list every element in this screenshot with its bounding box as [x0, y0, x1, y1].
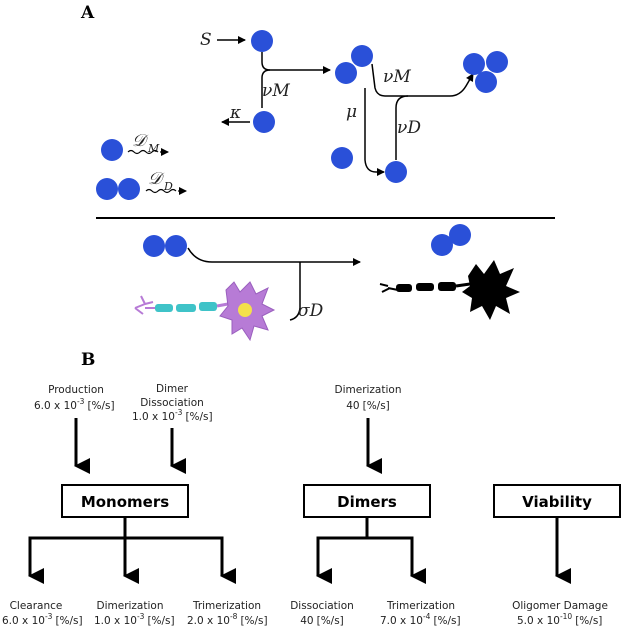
viability-box-label: Viability: [522, 493, 592, 511]
damaging-dimer-b: [165, 235, 187, 257]
dissociation-output-label: Dissociation: [290, 600, 354, 612]
dimer-trimerization-label: Trimerization: [386, 600, 455, 612]
monomer-trimerization-arrow: [125, 536, 236, 584]
dissociated-monomer-a: [331, 147, 353, 169]
nuD-line: [395, 95, 409, 160]
diffusion-wave-m: [127, 149, 159, 155]
diffusing-dimer-b: [118, 178, 140, 200]
damaging-dimer-a: [143, 235, 165, 257]
symbol-mu: μ: [346, 102, 357, 122]
symbol-sub-d: D: [163, 180, 173, 193]
trimerization-arrow: [371, 63, 474, 97]
diffusing-dimer-a: [96, 178, 118, 200]
monomer-bottom: [253, 111, 275, 133]
damaged-neuron-icon: [379, 260, 520, 320]
symbol-nuD: νD: [397, 118, 421, 138]
clearance-value: 6.0 x 10-3[%/s]: [2, 612, 83, 627]
dimerization-arrow: [261, 52, 331, 74]
oligomer-damage-label: Oligomer Damage: [512, 600, 608, 612]
dimerization-input-value: 40[%/s]: [346, 400, 390, 412]
symbol-kappa: κ: [229, 103, 241, 123]
dimerization-join: [261, 69, 271, 108]
dissociation-arrow: [364, 159, 385, 176]
damage-branch: [289, 262, 301, 321]
symbol-D-m: 𝒟: [132, 131, 149, 151]
viability-box: [493, 484, 621, 518]
damaged-dimer-b: [449, 224, 471, 246]
symbol-nuM-2: νM: [383, 67, 411, 87]
damaged-dimer-a: [431, 234, 453, 256]
dissociation-arrow-b: [316, 536, 367, 584]
dissociation-output-value: 40[%/s]: [300, 615, 344, 627]
dimers-box-label: Dimers: [337, 493, 397, 511]
trimer-c: [475, 71, 497, 93]
dimer-dissociation-label-1: Dimer: [156, 383, 189, 395]
monomer-top: [251, 30, 273, 52]
panel-a-label: A: [80, 3, 95, 23]
monomers-box: [61, 484, 189, 518]
monomer-trimerization-value: 2.0 x 10-8[%/s]: [187, 612, 268, 627]
production-value: 6.0 x 10-3[%/s]: [34, 397, 115, 412]
dimer-a: [351, 45, 373, 67]
trimer-a: [463, 53, 485, 75]
dimer-dissociation-value: 1.0 x 10-3[%/s]: [132, 408, 213, 423]
monomers-box-label: Monomers: [81, 493, 169, 511]
dimerization-output-label: Dimerization: [97, 600, 164, 612]
symbol-nuM-1: νM: [262, 81, 290, 101]
diffusing-monomer: [101, 139, 123, 161]
damage-arrow: [187, 247, 361, 266]
symbol-sigmaD: σD: [298, 301, 324, 321]
production-label: Production: [48, 384, 104, 396]
dimers-box: [303, 484, 431, 518]
clearance-arrow-b: [28, 536, 125, 584]
dimer-b: [335, 62, 357, 84]
panel-b-label: B: [81, 350, 95, 370]
clearance-label: Clearance: [10, 600, 63, 612]
symbol-s: S: [200, 30, 212, 50]
dimer-dissociation-label-2: Dissociation: [140, 397, 204, 409]
symbol-sub-m: M: [147, 142, 160, 155]
oligomer-damage-value: 5.0 x 10-10[%/s]: [517, 612, 602, 627]
dimer-trimerization-arrow: [367, 536, 426, 584]
dimer-trimerization-value: 7.0 x 10-4[%/s]: [380, 612, 461, 627]
dissociated-monomer-b: [385, 161, 407, 183]
dimerization-output-value: 1.0 x 10-3[%/s]: [94, 612, 175, 627]
healthy-neuron-icon: [134, 281, 276, 342]
monomer-trimerization-label: Trimerization: [192, 600, 261, 612]
dimerization-input-label: Dimerization: [335, 384, 402, 396]
trimer-b: [486, 51, 508, 73]
diffusion-wave-d: [145, 188, 177, 194]
symbol-D-d: 𝒟: [148, 169, 165, 189]
